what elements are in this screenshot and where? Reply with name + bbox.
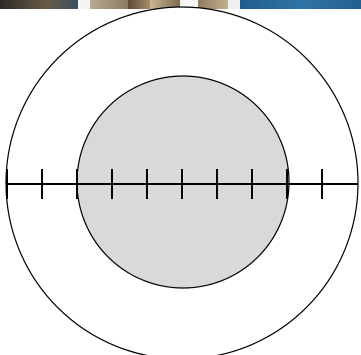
concentric-circle-diagram [0,0,361,355]
figure-page [0,0,361,355]
